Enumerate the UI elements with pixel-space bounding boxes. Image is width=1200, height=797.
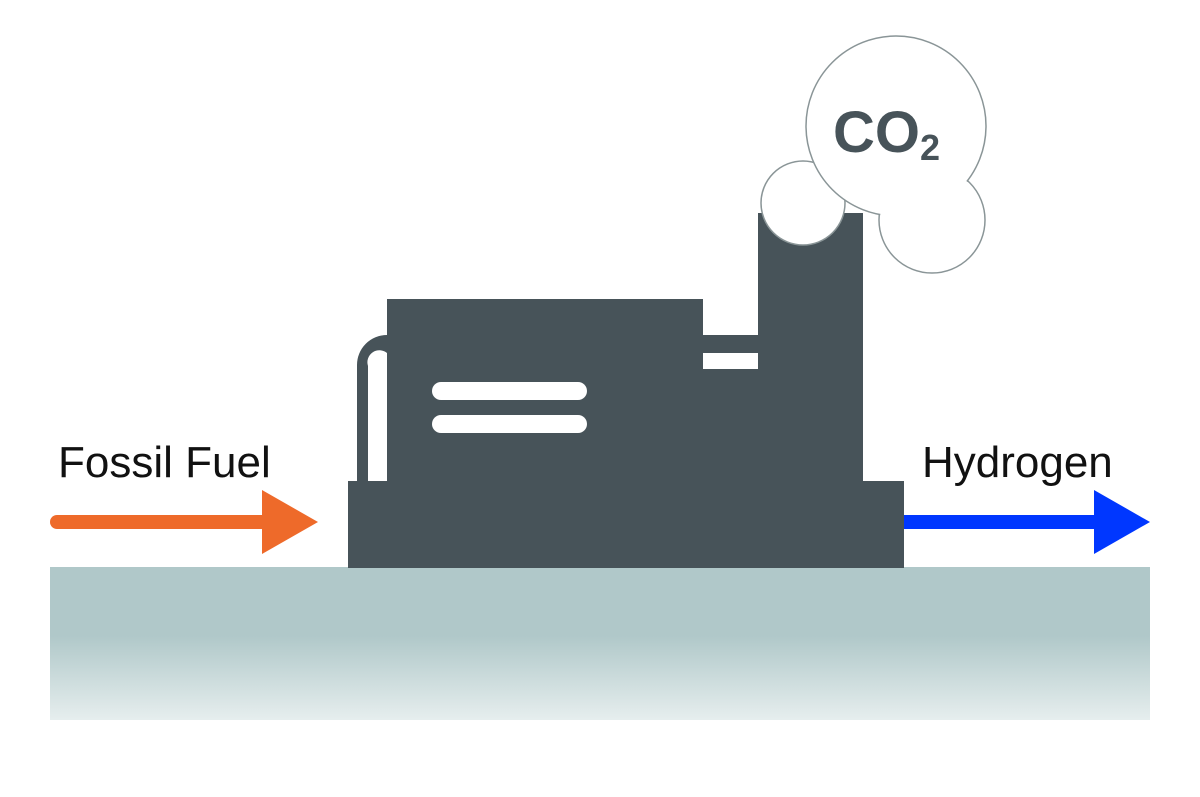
fossil-fuel-label: Fossil Fuel — [58, 438, 271, 487]
co2-cloud — [760, 35, 987, 274]
co2-label: CO2 — [833, 100, 940, 168]
factory-icon — [348, 213, 904, 568]
hydrogen-arrow — [904, 490, 1150, 554]
fossil-fuel-arrow — [50, 490, 318, 554]
hydrogen-label: Hydrogen — [922, 438, 1113, 487]
ground — [50, 567, 1150, 720]
